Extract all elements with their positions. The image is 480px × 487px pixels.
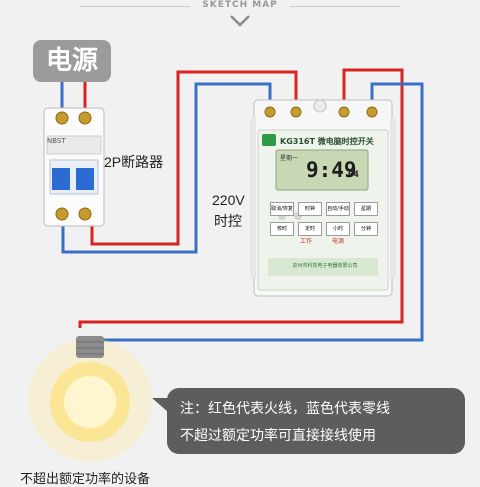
timer-switch [250,99,396,297]
timer-button[interactable]: 定时 [298,222,322,236]
live-wire-out [78,68,404,328]
note-line-1: 注：红色代表火线，蓝色代表零线 [180,401,390,417]
power-source-label: 电源 [33,40,111,82]
header-title: SKETCH MAP [202,0,278,10]
timer-button[interactable]: 校时 [270,222,294,236]
timer-button[interactable]: 时钟 [298,202,322,216]
timer-button[interactable]: 分钟 [354,222,378,236]
timer-model-title: KG316T 微电脑时控开关 [280,137,374,146]
manufacturer-label: 泉州市科凯电子电器有限公司 [292,263,358,269]
timer-button[interactable]: 自动/手动 [326,202,350,216]
circuit-breaker [43,107,105,227]
live-wire-in [90,70,298,246]
lcd-time: 9:49 [306,158,357,182]
note-box [167,388,465,454]
work-indicator-label: 工作 [300,238,313,245]
timer-button-grid: 取消/恢复 时钟 自动/手动 星期 校时 定时 小时 分钟 [270,202,382,236]
footer-text: 不超出额定功率的设备 [20,472,151,487]
neutral-wire-in [61,82,272,254]
light-bulb-icon [28,336,152,462]
timer-button[interactable]: 小时 [326,222,350,236]
power-indicator-label: 电源 [332,238,345,245]
lcd-week: 星期一 [280,155,299,162]
breaker-brand: NBST [47,137,66,145]
timer-control-label: 时控 [214,213,242,229]
header-rule-right [290,6,400,7]
header-rule-left [80,6,190,7]
timer-button[interactable]: 取消/恢复 [270,202,294,216]
note-line-2: 不超过额定功率可直接接线使用 [180,428,376,444]
voltage-label: 220V [212,192,245,208]
timer-button[interactable]: 星期 [354,202,378,216]
breaker-label: 2P断路器 [104,154,164,170]
lcd-seconds: 04 [348,170,359,180]
chevron-down-icon [230,15,250,27]
note-pointer [152,398,168,412]
